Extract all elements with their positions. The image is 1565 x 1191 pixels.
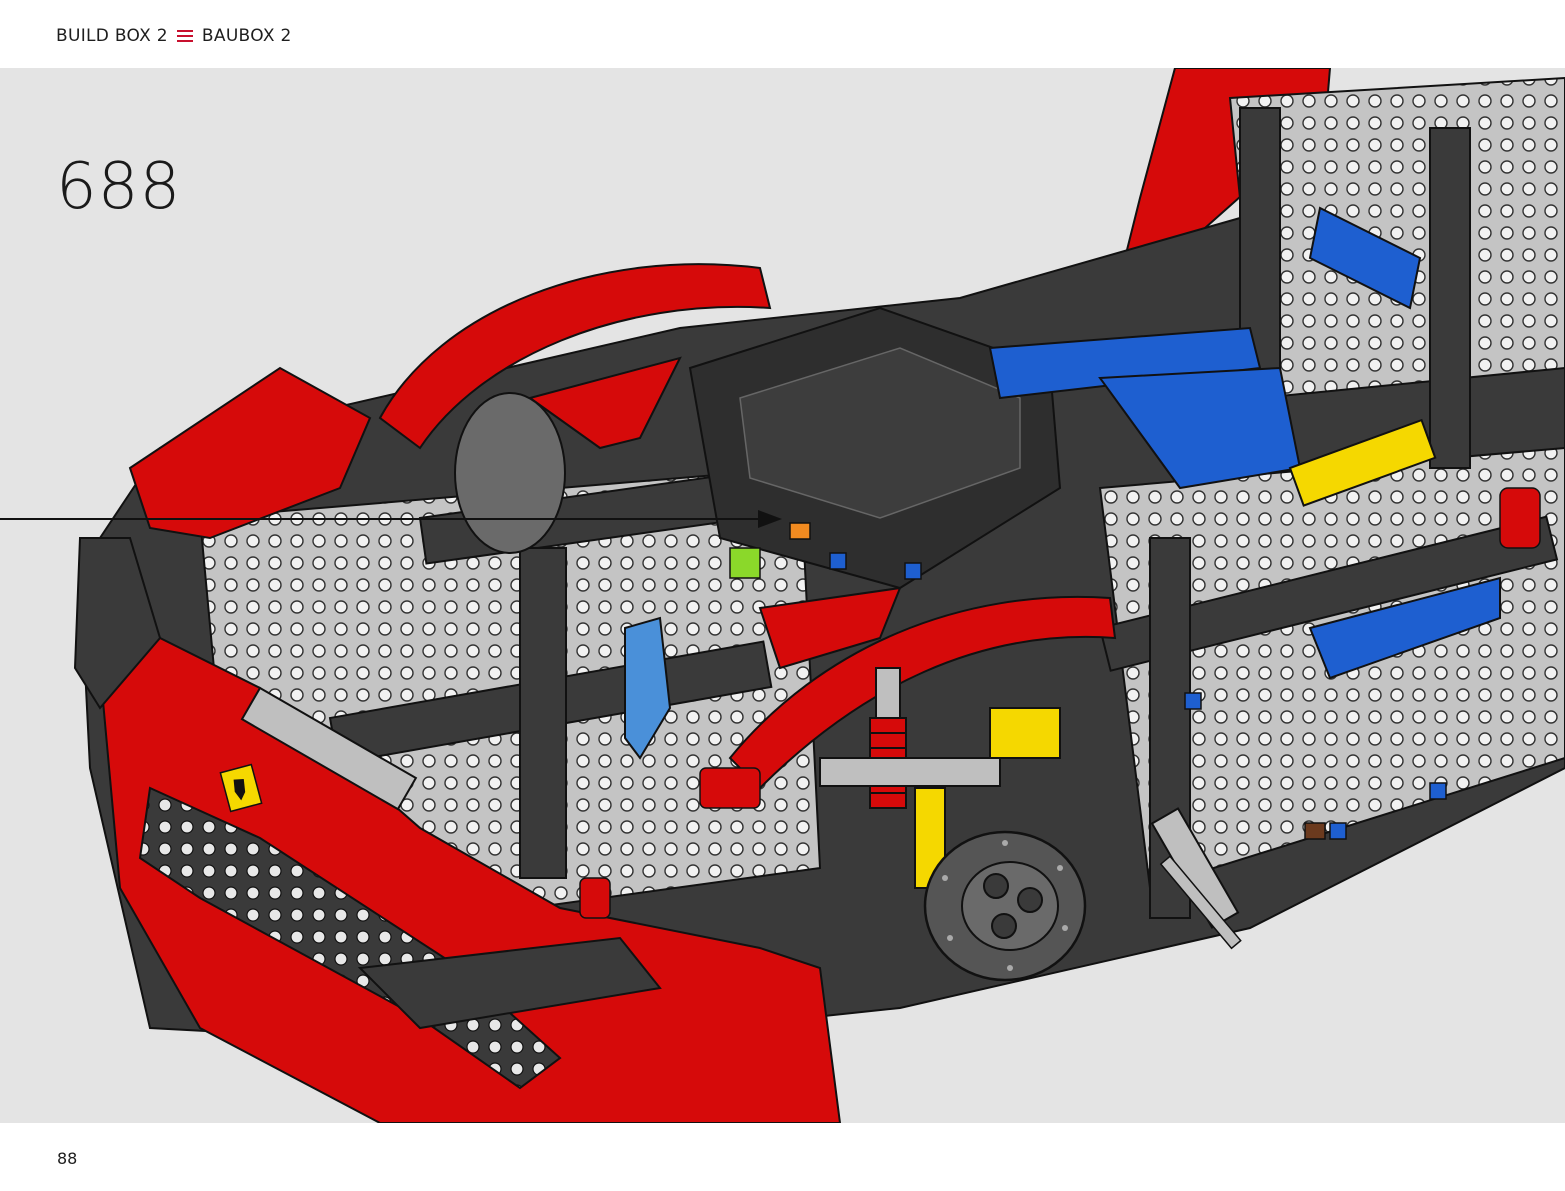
green-pin [729, 547, 761, 579]
gray-beam-1 [240, 686, 418, 811]
blue-pins [829, 552, 1447, 840]
page-footer: 88 [0, 1123, 1565, 1191]
gray-beam-2 [819, 757, 1001, 787]
middle-red-arch [728, 595, 1117, 790]
disc-holes [942, 840, 1068, 971]
red-fender-inner [527, 356, 682, 450]
hub-hole-3 [991, 913, 1017, 939]
rear-rod [1159, 855, 1242, 950]
horse-mark [233, 778, 246, 801]
engine-cover-top [739, 347, 1021, 519]
build-box-title: BUILD BOX 2 BAUBOX 2 [56, 26, 292, 46]
hub-hole-1 [983, 873, 1009, 899]
front-red-body [98, 636, 842, 1123]
menu-icon [176, 30, 193, 42]
front-dark-lip [73, 537, 162, 710]
beam-3 [1098, 515, 1559, 672]
red-triangle-bracket [758, 586, 902, 670]
shock-top [875, 667, 901, 719]
front-red-arch [378, 263, 772, 450]
front-rotor [454, 392, 566, 554]
callout-arrow-head [758, 510, 782, 528]
brown-pin [1304, 822, 1326, 840]
step-number: 688 [56, 150, 182, 224]
blue-gear [624, 616, 672, 760]
orange-pin [789, 522, 811, 540]
yellow-axle-right [1288, 418, 1437, 507]
beam-4 [519, 547, 567, 879]
page-number: 88 [57, 1149, 78, 1168]
blue-suspension-arm-top [988, 326, 1262, 400]
hub-hole-2 [1017, 887, 1043, 913]
blue-arm-lower [1308, 576, 1501, 680]
red-pins [579, 487, 1541, 919]
assembly-illustration [0, 68, 1565, 1123]
blue-bracket-top [1308, 206, 1422, 310]
front-bumper [357, 936, 662, 1030]
page-header: BUILD BOX 2 BAUBOX 2 [0, 0, 1565, 68]
beam-7 [1429, 127, 1471, 469]
model-drawing [0, 68, 1565, 1123]
front-red-nose [128, 366, 372, 540]
yellow-block [989, 707, 1061, 759]
build-box-label: BUILD BOX 2 [56, 26, 168, 46]
baubox-label: BAUBOX 2 [201, 26, 292, 46]
